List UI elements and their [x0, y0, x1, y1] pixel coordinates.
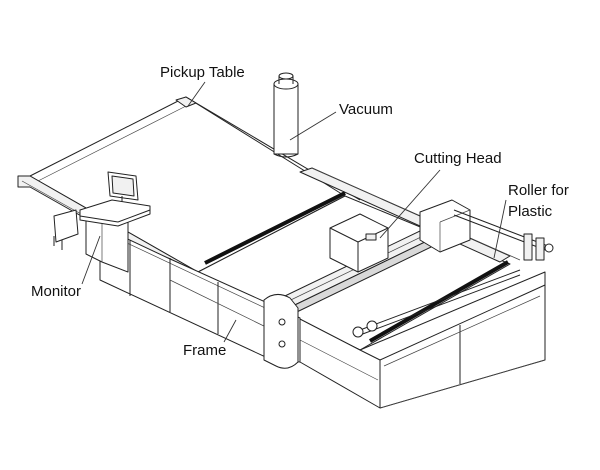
- frame-label: Frame: [183, 342, 227, 359]
- monitor-unit: [53, 171, 151, 250]
- cutting-head-label: Cutting Head: [414, 150, 502, 167]
- roller-bar: [352, 209, 554, 338]
- cutting-head-leader: [379, 169, 441, 239]
- frame-leader: [223, 319, 237, 343]
- roller-leader: [493, 199, 507, 259]
- table-belt: [369, 260, 509, 343]
- roller-label-line2: Plastic: [508, 203, 553, 220]
- monitor-leader: [81, 235, 101, 285]
- pickup-belt: [204, 191, 346, 265]
- pickup-table-label: Pickup Table: [160, 64, 245, 81]
- vacuum-label: Vacuum: [339, 101, 393, 118]
- vacuum-column: [273, 72, 299, 158]
- vacuum-leader: [289, 111, 337, 141]
- monitor-label: Monitor: [31, 283, 82, 300]
- roller-label-line1: Roller for: [508, 182, 569, 199]
- pickup-table-leader: [187, 81, 206, 107]
- cutting-head: [329, 213, 389, 273]
